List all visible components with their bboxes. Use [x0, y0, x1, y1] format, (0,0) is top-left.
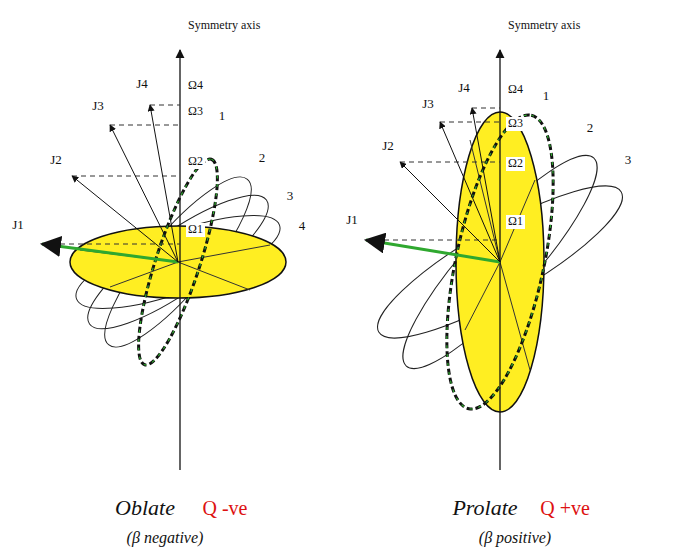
orbit-number: 3: [285, 189, 296, 203]
shape-caption: Oblate: [113, 496, 177, 520]
projection-label: Ω4: [506, 83, 525, 96]
vector-label: J1: [10, 218, 26, 232]
orbit-number: 3: [623, 153, 634, 167]
orbit-number: 1: [217, 109, 228, 123]
vector-label: J4: [134, 77, 150, 91]
orbit-number: 4: [297, 219, 308, 233]
projection-label: Ω1: [186, 223, 205, 236]
moment-sign: Q -ve: [201, 497, 250, 519]
orbit-number: 1: [541, 89, 552, 103]
vector-label: J1: [344, 213, 360, 227]
axis-label: Symmetry axis: [186, 19, 262, 32]
beta-note: (β negative): [125, 529, 206, 547]
vector-label: J2: [380, 139, 396, 153]
vector-label: J4: [456, 81, 472, 95]
projection-label: Ω1: [506, 215, 525, 228]
oblate-figure: [42, 50, 290, 470]
vector-label: J3: [420, 97, 436, 111]
shape-caption: Prolate: [450, 496, 519, 520]
moment-sign: Q +ve: [538, 497, 592, 519]
orbit-number: 2: [257, 151, 268, 165]
beta-note: (β positive): [477, 529, 553, 547]
projection-label: Ω3: [186, 105, 205, 118]
orbit-number: 2: [585, 121, 596, 135]
projection-label: Ω2: [186, 155, 205, 168]
projection-label: Ω2: [506, 157, 525, 170]
axis-label: Symmetry axis: [506, 19, 582, 32]
projection-label: Ω4: [186, 79, 205, 92]
vector-label: J3: [90, 99, 106, 113]
projection-label: Ω3: [506, 117, 525, 130]
prolate-figure: [362, 50, 638, 470]
vector-label: J2: [48, 153, 64, 167]
